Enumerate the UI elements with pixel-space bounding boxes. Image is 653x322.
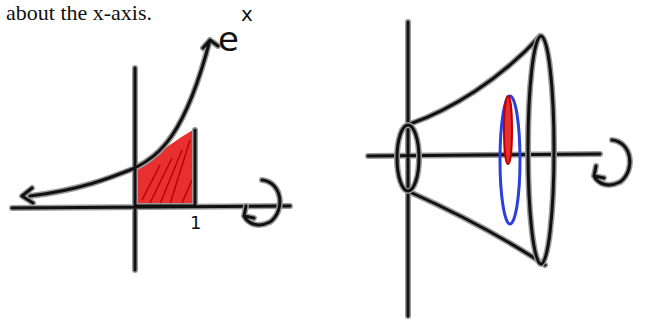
solid-of-revolution: [368, 22, 630, 316]
axis-tick-label: 1: [190, 214, 201, 232]
function-exponent: x: [241, 4, 253, 24]
left-graph: [12, 40, 290, 270]
caption-text: about the x-axis.: [6, 2, 152, 24]
function-name: e: [218, 22, 239, 56]
